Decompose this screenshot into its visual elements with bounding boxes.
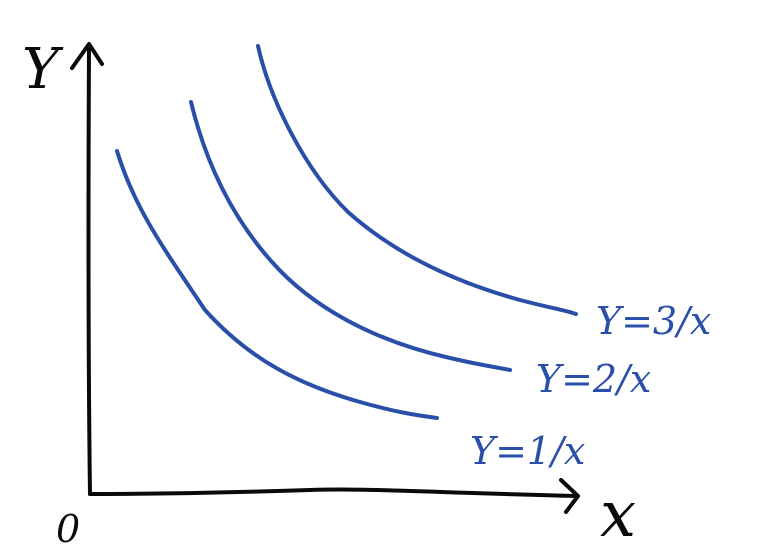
curve-y-1-over-x	[115, 149, 439, 420]
x-axis	[88, 478, 580, 514]
y-axis-line	[86, 44, 92, 496]
y-axis-arrowhead	[70, 42, 104, 70]
x-axis-label: x	[600, 478, 636, 552]
origin-label: 0	[56, 507, 80, 551]
curve-label-y-2-over-x: Y=2/x	[536, 357, 651, 401]
curve-label-y-1-over-x: Y=1/x	[470, 429, 585, 473]
y-axis-label: Y	[22, 37, 64, 102]
curve-y-3-over-x	[256, 44, 578, 316]
x-axis-arrowhead	[559, 478, 580, 514]
curve-label-y-3-over-x: Y=3/x	[596, 299, 711, 343]
x-axis-line	[88, 487, 578, 498]
y-axis	[70, 42, 104, 496]
curve-y-2-over-x	[189, 100, 512, 372]
